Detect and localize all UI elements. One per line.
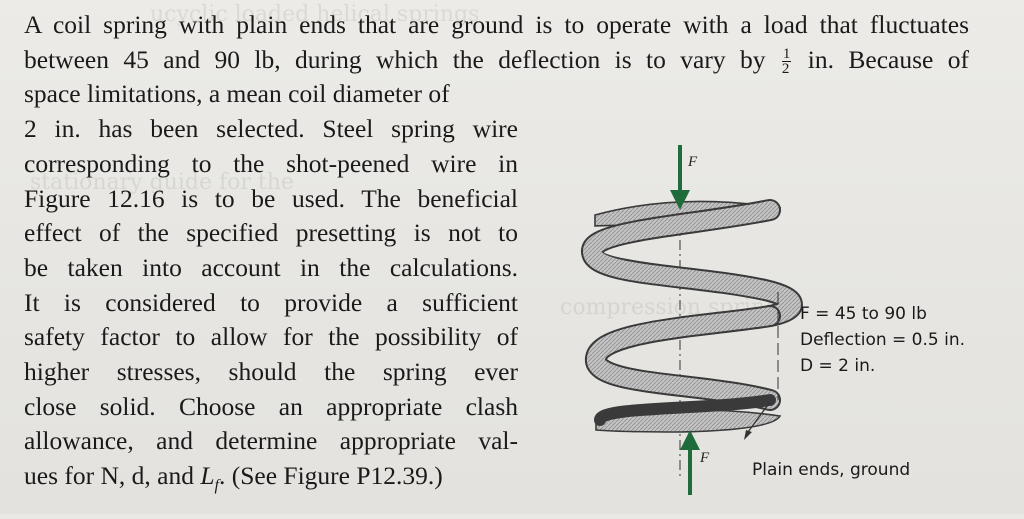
spring-diagram (581, 145, 803, 495)
problem-line: A coil spring with plain ends that are g… (24, 10, 969, 39)
problem-line: corresponding to the shot-peened wire in (24, 148, 518, 178)
problem-line: close solid. Choose an appropriate clash (24, 391, 518, 421)
force-arrow-bottom-head (680, 430, 700, 450)
spec-load: F = 45 to 90 lb (800, 304, 927, 324)
problem-line: effect of the specified presetting is no… (24, 218, 518, 248)
fraction-numerator: 1 (781, 46, 792, 63)
figure-p12-39: F F F = 45 to 90 lb Deflection = 0.5 in.… (560, 130, 1000, 514)
force-label-bottom: F (700, 450, 710, 466)
problem-statement: A coil spring with plain ends that are g… (24, 8, 984, 504)
problem-line: Figure 12.16 is to be used. The benefici… (24, 183, 518, 213)
problem-line: be taken into account in the calculation… (24, 252, 518, 282)
spring-coil-outline (594, 394, 776, 426)
leader-arrowhead (744, 430, 752, 440)
problem-line-text: ues for N, d, and (24, 461, 194, 491)
problem-line: higher stresses, should the spring ever (24, 357, 518, 387)
leader-line (747, 401, 771, 433)
problem-line: safety factor to allow for the possibili… (24, 322, 518, 352)
ends-note: Plain ends, ground (752, 460, 911, 480)
free-length-letter: L (200, 461, 215, 491)
spec-diameter: D = 2 in. (800, 356, 876, 376)
problem-line-text: between 45 and 90 lb, during which the d… (24, 44, 766, 74)
free-length-symbol: Lf (200, 461, 219, 494)
problem-line-tail: in. Because of (807, 44, 970, 74)
force-arrow-top-head (670, 190, 690, 210)
problem-line: space limitations, a mean coil diameter … (24, 79, 450, 109)
bleed-through-text: ucyclic loaded helical springs (150, 2, 480, 27)
force-label-top: F (688, 154, 698, 170)
problem-line-2: between 45 and 90 lb, during which the d… (24, 43, 969, 78)
problem-line: It is considered to provide a sufficient (24, 287, 518, 317)
spring-coil (587, 307, 779, 409)
problem-line-last: ues for N, d, and Lf. (See Figure P12.39… (24, 459, 984, 504)
bleed-through-text: stationary guide for the (30, 170, 294, 195)
fraction-denominator: 2 (781, 61, 790, 78)
free-length-subscript: f (214, 477, 219, 495)
spec-deflection: Deflection = 0.5 in. (800, 330, 966, 350)
problem-line: allowance, and determine appropriate val… (24, 426, 518, 456)
spring-coil (583, 201, 801, 325)
problem-line-tail: . (See Figure P12.39.) (218, 461, 443, 491)
problem-line: 2 in. has been selected. Steel spring wi… (24, 114, 518, 144)
